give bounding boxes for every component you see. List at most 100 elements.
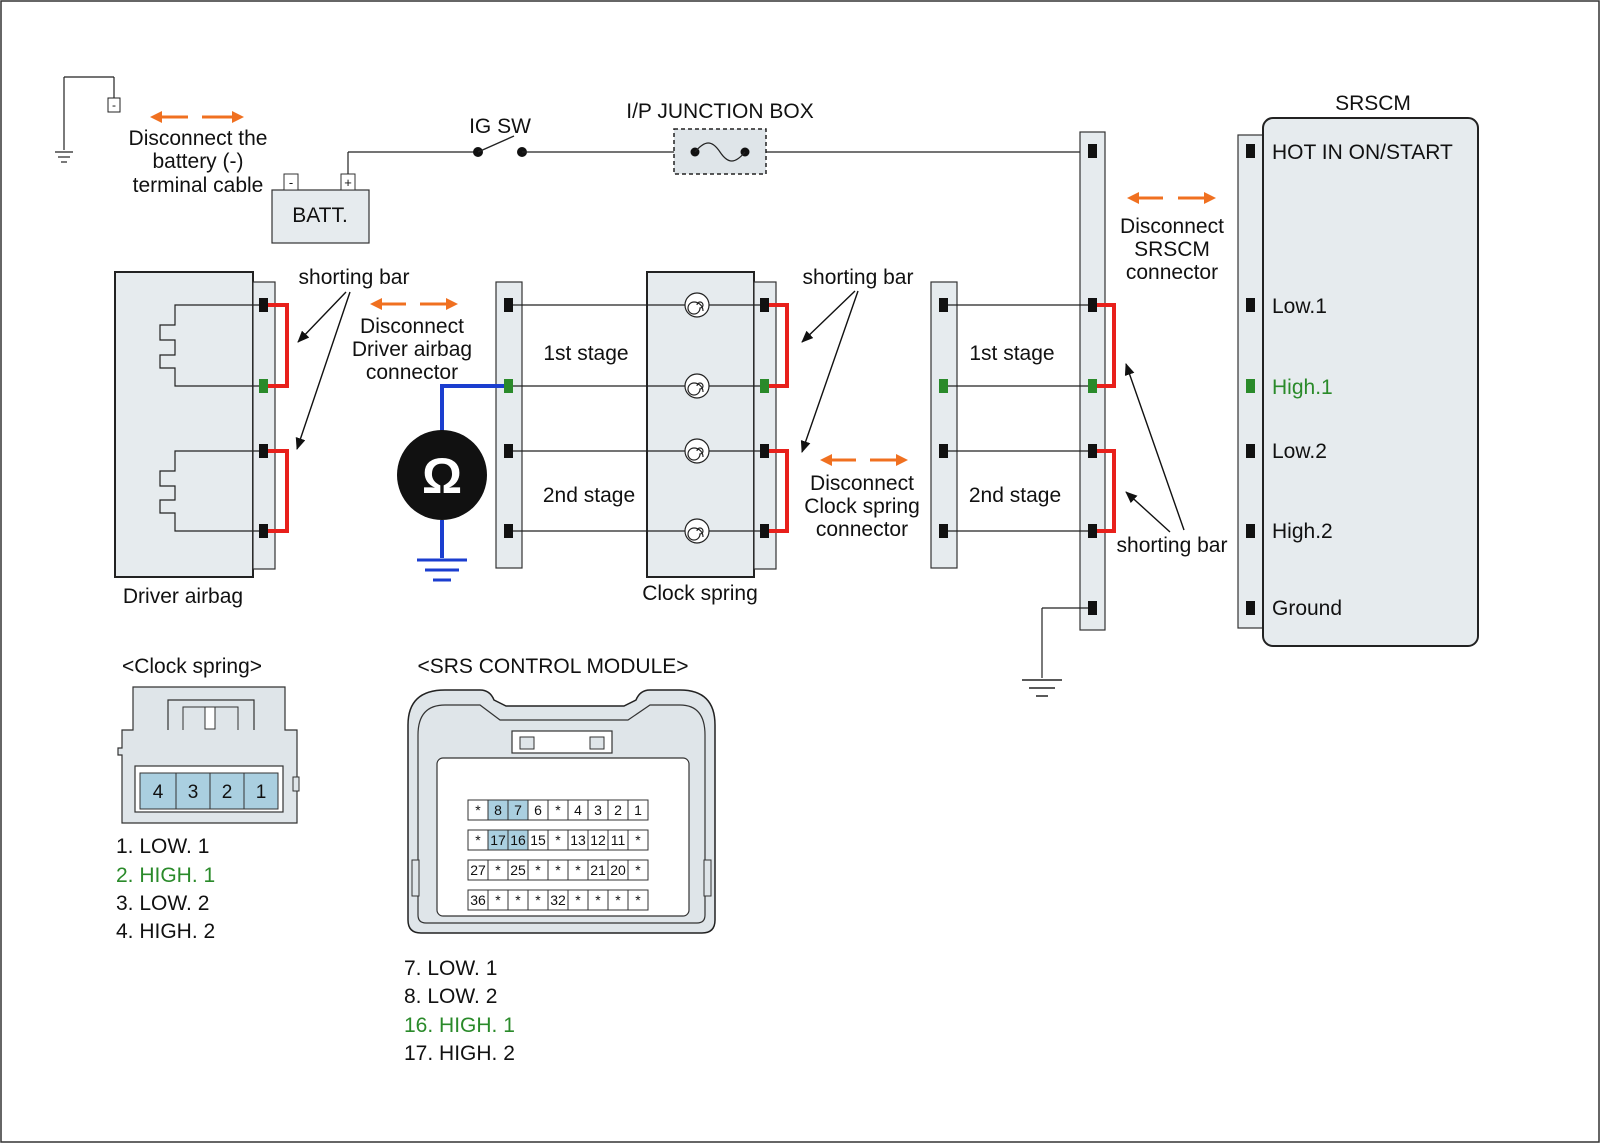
srs-pin-label: 17 — [490, 832, 506, 848]
left-intermediate-connector — [495, 281, 523, 569]
clock-spring-pins — [760, 298, 769, 538]
srs-pin-label: 2 — [614, 802, 622, 818]
driver-airbag-shorting-bars — [268, 303, 289, 533]
disconnect-clock-label-1: Disconnect — [810, 472, 914, 495]
srs-pin-label: * — [555, 862, 561, 878]
srs-pin-cell — [627, 799, 649, 821]
disconnect-clock-arrow — [820, 454, 908, 466]
srs-pin-label: 21 — [590, 862, 606, 878]
coil-icon — [684, 438, 710, 464]
left-2nd-stage-label: 2nd stage — [543, 484, 635, 507]
srs-pin-label: * — [515, 892, 521, 908]
srs-pin-label: 7 — [514, 802, 522, 818]
srs-module-connector-title: <SRS CONTROL MODULE> — [417, 655, 688, 678]
disconnect-battery-label-3: terminal cable — [133, 174, 264, 197]
ip-junction-box — [673, 128, 767, 175]
power-line — [347, 135, 1090, 174]
coil-icon — [684, 373, 710, 399]
srs-pin-label: * — [615, 892, 621, 908]
srs-pin-label: 3 — [594, 802, 602, 818]
srscm-pins — [1246, 144, 1255, 615]
srscm-pin-low1: Low.1 — [1272, 295, 1327, 318]
srs-pin-label: * — [555, 832, 561, 848]
driver-shorting-bar-arrows — [295, 291, 351, 450]
srs-pin-label: 20 — [610, 862, 626, 878]
srs-pin-label: * — [575, 892, 581, 908]
srscm-pin-hot-in: HOT IN ON/START — [1272, 141, 1453, 164]
right-1st-stage-label: 1st stage — [969, 342, 1054, 365]
disconnect-clock-label-3: connector — [816, 518, 908, 541]
srs-pin-label: 4 — [574, 802, 582, 818]
battery-pos-terminal: + — [344, 175, 352, 190]
srs-pin-label: * — [575, 862, 581, 878]
battery-ground-group: - — [55, 76, 121, 163]
srs-pin-label: 16 — [510, 832, 526, 848]
disconnect-driver-label-1: Disconnect — [360, 315, 464, 338]
srs-pin-label: * — [555, 802, 561, 818]
disconnect-battery-arrow — [150, 111, 244, 123]
srs-pin-cell — [627, 829, 649, 851]
right-intermediate-pins — [939, 298, 948, 538]
battery-label: BATT. — [292, 204, 348, 227]
clock-spring-connector — [753, 281, 777, 570]
disconnect-srscm-label-3: connector — [1126, 261, 1218, 284]
battery-neg-terminal: - — [289, 175, 293, 190]
srscm-shorting-bars — [1097, 303, 1116, 533]
coil-icon — [684, 292, 710, 318]
disconnect-battery-label-2: battery (-) — [152, 150, 243, 173]
driver-airbag-squib-2 — [159, 450, 265, 532]
disconnect-driver-arrow — [370, 298, 458, 310]
right-stage-wires — [948, 304, 1088, 532]
ig-sw-label: IG SW — [469, 115, 531, 138]
srs-pin-label: * — [475, 832, 481, 848]
ground-symbol — [55, 151, 73, 163]
srs-pin-label: * — [535, 862, 541, 878]
srs-legend-high2: 17. HIGH. 2 — [404, 1042, 515, 1065]
clock-legend-low1: 1. LOW. 1 — [116, 835, 209, 858]
srs-pin-label: * — [495, 862, 501, 878]
disconnect-srscm-label-2: SRSCM — [1134, 238, 1210, 261]
srscm-pin-high2: High.2 — [1272, 520, 1333, 543]
srs-pin-label: * — [535, 892, 541, 908]
srs-pin-label: * — [635, 892, 641, 908]
srscm-ground — [1022, 607, 1088, 697]
right-2nd-stage-label: 2nd stage — [969, 484, 1061, 507]
ohmmeter: Ω — [397, 384, 504, 582]
driver-airbag-label: Driver airbag — [123, 585, 243, 608]
left-intermediate-pins — [504, 298, 513, 538]
srs-pin-label: 36 — [470, 892, 486, 908]
coil-icon — [684, 518, 710, 544]
srs-pin-label: 25 — [510, 862, 526, 878]
srscm-shorting-bar-arrows — [1124, 363, 1185, 533]
srs-pin-label: * — [595, 892, 601, 908]
srscm-title: SRSCM — [1335, 92, 1411, 115]
srs-pin-label: 8 — [494, 802, 502, 818]
srs-pin-label: * — [635, 832, 641, 848]
srs-pin-label: 12 — [590, 832, 606, 848]
ip-junction-box-label: I/P JUNCTION BOX — [626, 100, 813, 123]
srs-pin-label: * — [495, 892, 501, 908]
disconnect-battery-label-1: Disconnect the — [129, 127, 268, 150]
srscm-body — [1262, 117, 1479, 647]
clock-legend-low2: 3. LOW. 2 — [116, 892, 209, 915]
clock-connector-drawing — [117, 686, 300, 824]
disconnect-srscm-label-1: Disconnect — [1120, 215, 1224, 238]
disconnect-clock-label-2: Clock spring — [804, 495, 920, 518]
srscm-pin-low2: Low.2 — [1272, 440, 1327, 463]
clock-connector-pin-2: 2 — [222, 782, 233, 803]
battery: - + BATT. — [271, 173, 370, 244]
driver-airbag-body — [114, 271, 254, 578]
srs-pin-cell — [627, 889, 649, 911]
driver-airbag-squib-1 — [159, 304, 265, 387]
disconnect-driver-label-3: connector — [366, 361, 458, 384]
srs-pin-label: 6 — [534, 802, 542, 818]
disconnect-driver-label-2: Driver airbag — [352, 338, 472, 361]
fuse-icon — [694, 142, 746, 162]
srscm-pin-high1: High.1 — [1272, 376, 1333, 399]
srs-legend-high1: 16. HIGH. 1 — [404, 1014, 515, 1037]
driver-shorting-bar-label: shorting bar — [299, 266, 410, 289]
srscm-pin-ground: Ground — [1272, 597, 1342, 620]
